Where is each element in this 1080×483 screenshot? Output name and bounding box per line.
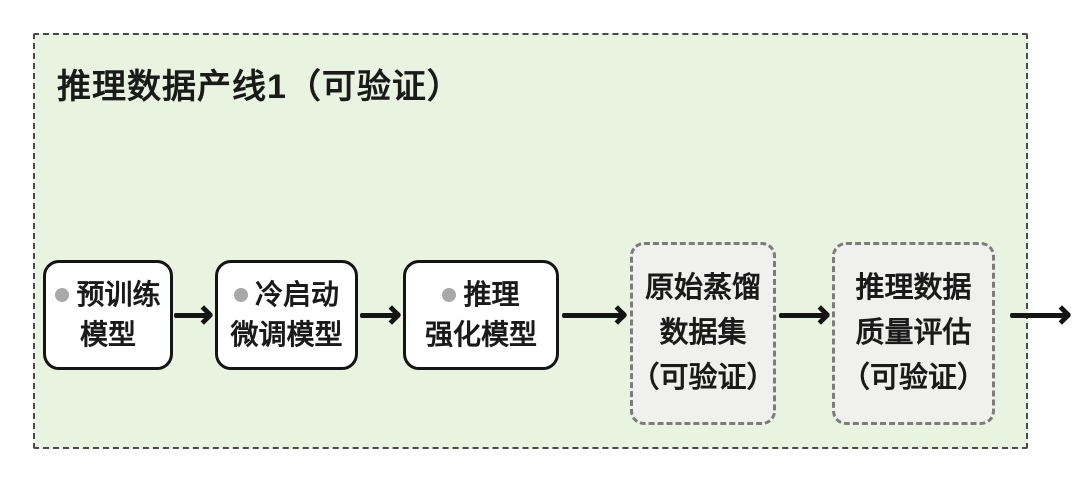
bullet-icon	[55, 288, 70, 303]
node-label: 冷启动	[254, 279, 339, 311]
node-label: 微调模型	[230, 319, 343, 350]
arrow-head-icon	[194, 305, 214, 325]
flow-arrow	[779, 302, 831, 328]
node-raw-distillation-dataset: 原始蒸馏 数据集 （可验证）	[630, 242, 776, 425]
bullet-icon	[233, 288, 248, 303]
flow-arrow	[562, 302, 628, 328]
arrow-head-icon	[1052, 305, 1072, 325]
node-line: 推理	[442, 275, 520, 315]
node-label: 质量评估	[855, 317, 972, 350]
bullet-icon	[442, 288, 457, 303]
arrow-shaft	[174, 312, 207, 318]
pipeline-container: 推理数据产线1（可验证） 预训练 模型 冷启动 微调模型 推理 强化模型 原始蒸…	[33, 33, 1072, 449]
arrow-shaft	[562, 312, 621, 318]
arrow-shaft	[1010, 312, 1065, 318]
node-label: 原始蒸馏	[644, 272, 761, 305]
node-reasoning-rl-model: 推理 强化模型	[403, 260, 559, 370]
arrow-head-icon	[382, 305, 402, 325]
node-label: 模型	[79, 319, 136, 350]
node-label: 强化模型	[424, 319, 537, 350]
flow-arrow-exit	[1010, 302, 1072, 328]
arrow-shaft	[360, 312, 395, 318]
node-cold-start-finetuned-model: 冷启动 微调模型	[215, 260, 358, 370]
pipeline-title: 推理数据产线1（可验证）	[57, 68, 462, 106]
node-label: 推理	[463, 279, 520, 311]
node-label: 数据集	[659, 317, 747, 350]
node-label: 预训练	[76, 279, 161, 311]
arrow-head-icon	[608, 305, 628, 325]
arrow-shaft	[779, 312, 824, 318]
node-label: （可验证）	[840, 361, 986, 394]
node-line: 冷启动	[233, 275, 339, 315]
node-reasoning-data-quality-eval: 推理数据 质量评估 （可验证）	[832, 242, 995, 425]
arrow-head-icon	[811, 305, 831, 325]
flow-arrow	[174, 302, 214, 328]
flow-arrow	[360, 302, 402, 328]
node-pretrained-model: 预训练 模型	[43, 260, 173, 370]
node-label: 推理数据	[855, 272, 972, 305]
node-label: （可验证）	[630, 361, 776, 394]
node-line: 预训练	[55, 275, 161, 315]
